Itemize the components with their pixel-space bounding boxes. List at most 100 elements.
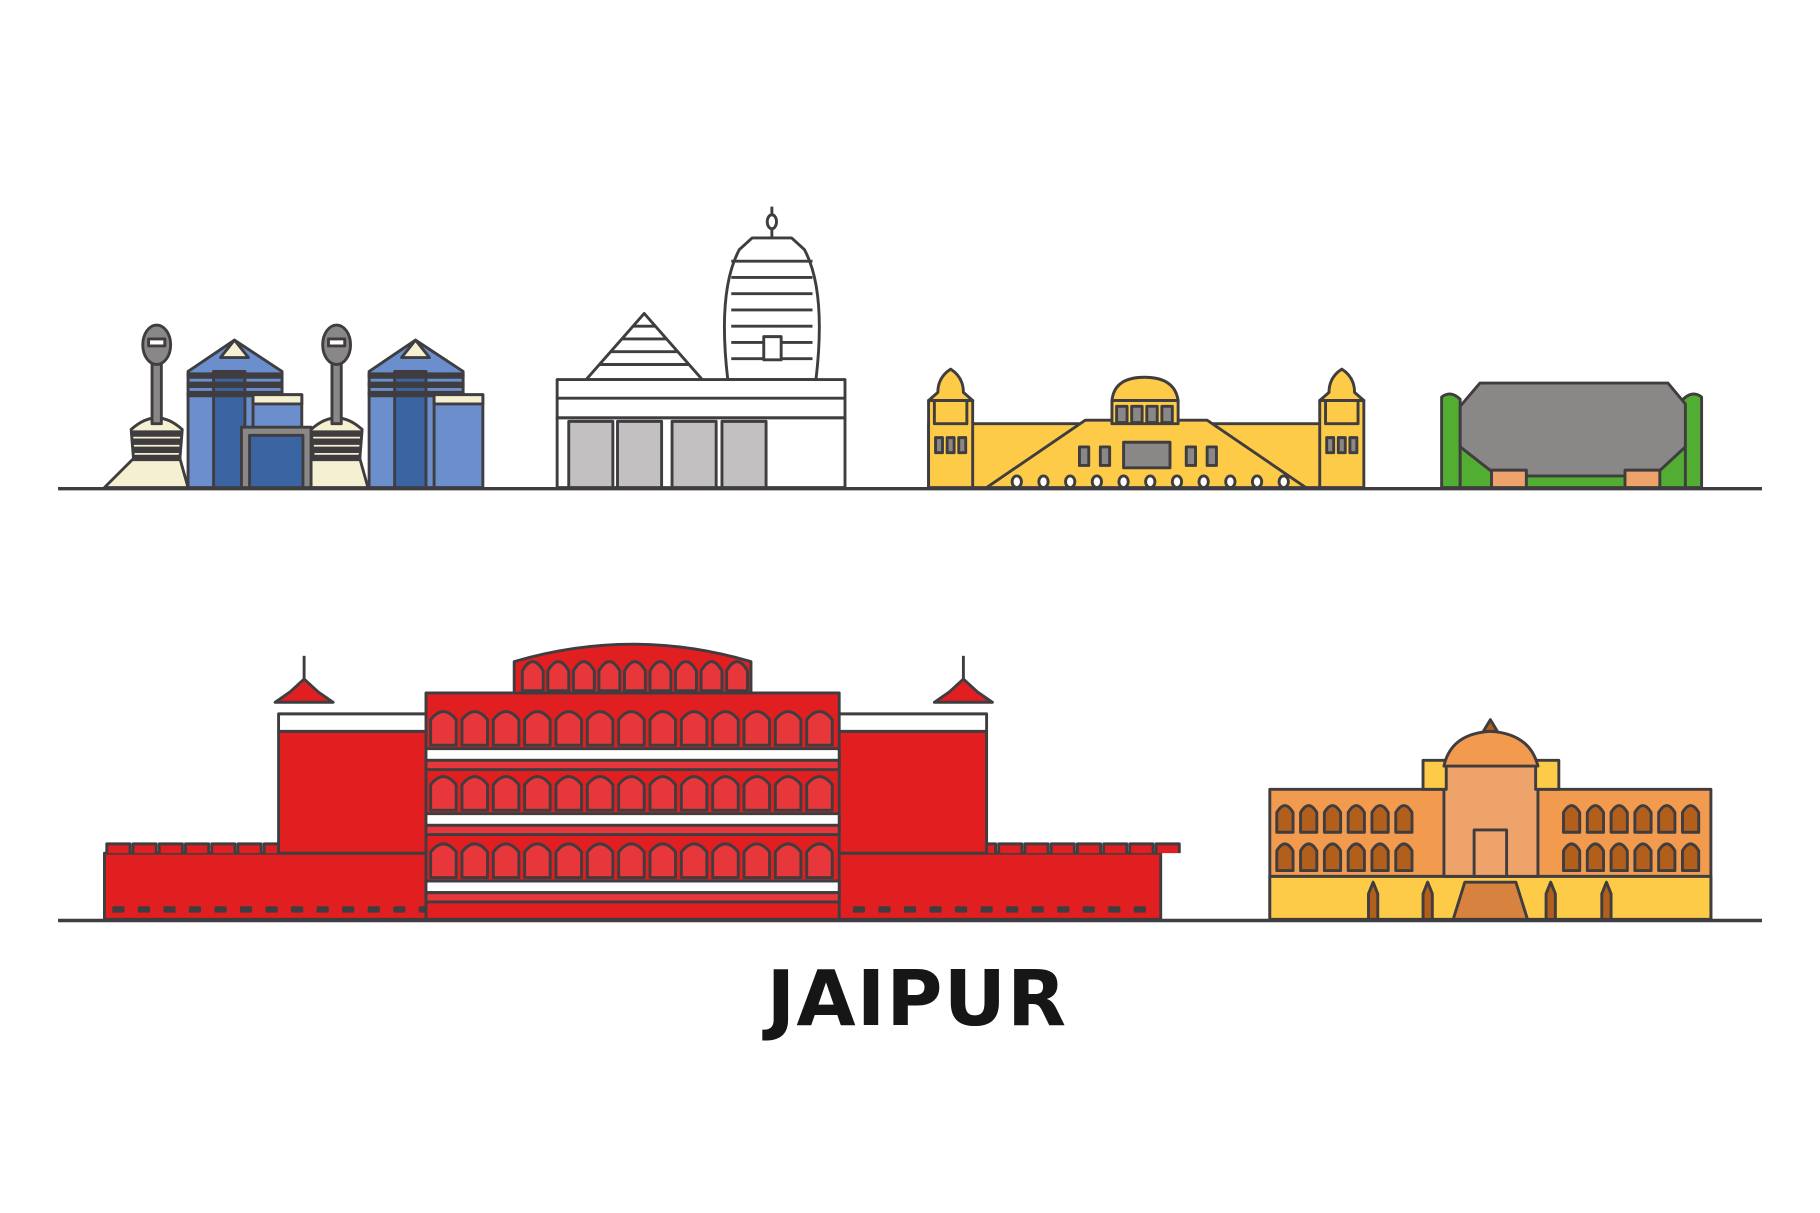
hawa-mahal-icon: [103, 642, 1181, 921]
hedge-left: [1440, 392, 1462, 489]
entrance-door: [248, 433, 305, 489]
wall-slit: [239, 906, 253, 913]
jharokha-window: [679, 710, 709, 747]
tower-window: [957, 436, 968, 455]
central-dome: [1110, 375, 1180, 402]
crown-window: [623, 660, 647, 693]
dome: [1442, 729, 1540, 768]
floor-line: [186, 381, 284, 388]
battlement: [236, 842, 263, 854]
arched-window: [1346, 804, 1366, 834]
jharokha-window: [585, 775, 615, 812]
wall-slit: [214, 906, 227, 913]
jharokha-window: [742, 842, 772, 879]
tower-window: [1325, 436, 1336, 455]
wall-slit: [163, 906, 176, 913]
tower-window: [327, 337, 347, 348]
crown-window: [648, 660, 673, 693]
wall-slit: [852, 906, 866, 913]
tower-stripe: [311, 446, 362, 453]
wall-slit: [367, 906, 380, 913]
arched-window: [1609, 804, 1629, 834]
wall-slit: [954, 906, 968, 913]
arched-window: [1394, 804, 1414, 834]
floor-line: [367, 372, 465, 379]
battlement: [184, 842, 211, 854]
side-turret-right: [1534, 758, 1561, 791]
wall-slit: [316, 906, 329, 913]
jharokha-window: [711, 775, 740, 812]
crown-window: [546, 660, 571, 693]
jharokha-window: [648, 775, 677, 812]
jharokha-window: [679, 775, 709, 812]
jharokha-window: [585, 842, 615, 879]
wall-slit: [1057, 906, 1070, 913]
wall-slit: [903, 906, 917, 913]
battlement: [131, 842, 158, 854]
jharokha-window: [773, 842, 803, 879]
battlement: [157, 842, 184, 854]
small-shrine: [762, 335, 783, 362]
pillar-left: [1490, 468, 1528, 489]
crown-window: [520, 660, 545, 693]
tower-window: [1348, 436, 1359, 455]
jharokha-window: [773, 710, 803, 747]
tower-window: [147, 337, 167, 348]
jharokha-window: [429, 710, 458, 747]
roof-cap: [400, 338, 431, 359]
roof-cap: [219, 338, 250, 359]
jharokha-window: [617, 842, 646, 879]
tower-window: [945, 436, 956, 455]
jharokha-window: [523, 842, 552, 879]
tower-roof: [273, 677, 335, 704]
tower-dome: [927, 367, 975, 402]
battlement: [1128, 842, 1155, 854]
floor-line: [367, 381, 465, 388]
wall-slit: [1133, 906, 1146, 913]
plinth-arch: [1544, 880, 1557, 921]
arch: [1197, 474, 1210, 489]
arched-window: [1609, 842, 1629, 873]
yellow-palace-icon: [927, 367, 1366, 489]
orange-palace-icon: [1268, 718, 1713, 921]
wall-slit: [929, 906, 942, 913]
spire-finial: [765, 213, 778, 231]
pyramid-roof: [584, 311, 704, 382]
battlement: [1075, 842, 1103, 854]
jharokha-window: [679, 842, 709, 879]
battlement: [1154, 842, 1181, 854]
pillar-right: [1623, 468, 1662, 489]
arch: [1117, 474, 1130, 489]
arch: [1064, 474, 1077, 489]
jharokha-window: [617, 775, 646, 812]
crown-window: [597, 660, 622, 693]
jharokha-window: [617, 710, 646, 747]
blue-panel: [393, 370, 428, 489]
city-title: JAIPUR: [762, 955, 1068, 1044]
tower-dome: [1318, 367, 1366, 402]
arched-window: [1322, 804, 1343, 834]
arched-window: [1299, 842, 1319, 873]
wall-slit: [112, 906, 125, 913]
arched-window: [1299, 804, 1319, 834]
tower-top: [1324, 399, 1360, 426]
drum-window: [1145, 404, 1159, 424]
wall-slit: [980, 906, 993, 913]
tower-stripe: [132, 446, 182, 453]
jharokha-window: [742, 710, 772, 747]
floor-line: [186, 372, 284, 379]
tower-window: [1336, 436, 1347, 455]
annex-roof: [432, 393, 485, 406]
temple-column-bay: [616, 419, 664, 489]
jharokha-window: [491, 842, 521, 879]
jharokha-window: [742, 775, 772, 812]
tower-roof: [932, 677, 994, 704]
battlement: [997, 842, 1024, 854]
arched-window: [1585, 804, 1605, 834]
arch: [1037, 474, 1050, 489]
wall-slit: [1031, 906, 1044, 913]
tower-stem: [330, 358, 343, 426]
arch: [1090, 474, 1103, 489]
arched-window: [1585, 842, 1605, 873]
